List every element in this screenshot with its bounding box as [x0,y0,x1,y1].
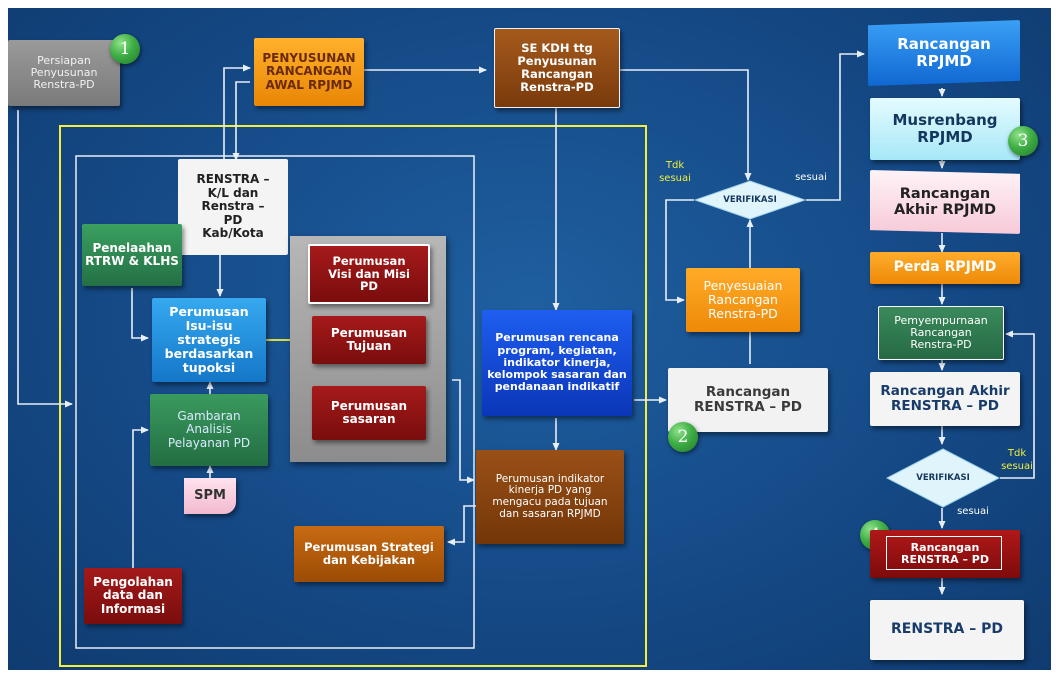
arrow-indikator-to-strategi [447,505,476,546]
musrenbang-box: Musrenbang RPJMD [870,98,1020,160]
renstra-pd-final-box: RENSTRA – PD [870,600,1024,660]
perumusan-isu-box: Perumusan Isu-isu strategis berdasarkan … [152,298,266,382]
rancangan-renstra-red-box: Rancangan RENSTRA – PD [870,530,1020,578]
penyesuaian-box: Penyesuaian Rancangan Renstra-PD [686,268,800,332]
tujuan-box: Perumusan Tujuan [312,316,426,364]
sasaran-box: Perumusan sasaran [312,386,426,440]
rancangan-akhir-renstra-box: Rancangan Akhir RENSTRA – PD [870,372,1020,426]
arrow-persiapan-to-frame [17,110,73,408]
visi-misi-box: Perumusan Visi dan Misi PD [308,244,430,304]
inner-white-frame [75,155,475,649]
arrow-se-kdh-to-verifikasi [620,69,752,181]
rencana-program-box: Perumusan rencana program, kegiatan, ind… [482,310,632,416]
arrow-verifikasi2-loop [1000,330,1035,479]
step-1-badge: 1 [110,34,140,64]
spm-box: SPM [184,478,236,514]
verifikasi-1-diamond [694,180,806,220]
verifikasi-2-diamond [886,448,1000,508]
rancangan-renstra-pd-box: Rancangan RENSTRA – PD [668,368,828,432]
arrow-penyusunan-to-renstra-kl [232,81,250,161]
penyempurnaan-box: Pemyempurnaan Rancangan Renstra-PD [878,306,1004,360]
strategi-box: Perumusan Strategi dan Kebijakan [294,526,444,582]
yellow-frame [59,125,647,667]
diagram-canvas: Persiapan Penyusunan Renstra-PD 1 PENYUS… [8,8,1051,670]
verifikasi-2-label: VERIFIKASI [916,473,970,483]
arrow-renstra-kl-to-penyusunan [223,64,251,160]
rancangan-akhir-rpjmd-box: Rancangan Akhir RPJMD [870,170,1020,234]
gambaran-box: Gambaran Analisis Pelayanan PD [150,394,268,466]
step-3-badge: 3 [1008,126,1038,156]
penyusunan-rancangan-awal-box: PENYUSUNAN RANCANGAN AWAL RPJMD [254,38,364,106]
rancangan-renstra-red-inner-frame [886,536,1002,570]
step-2-badge: 2 [668,422,698,452]
verifikasi-1-label: VERIFIKASI [723,195,777,205]
persiapan-box: Persiapan Penyusunan Renstra-PD [8,40,120,106]
arrow-sasaran-to-indikator [452,379,475,484]
se-kdh-box: SE KDH ttg Penyusunan Rancangan Renstra-… [494,28,620,108]
arrow-verifikasi-to-penyesuaian [665,199,694,304]
penelaahan-box: Penelaahan RTRW & KLHS [82,224,182,286]
sesuai-1-label: sesuai [795,172,827,183]
indikator-kinerja-box: Perumusan indikator kinerja PD yang meng… [476,450,624,544]
pengolahan-box: Pengolahan data dan Informasi [84,568,182,624]
rancangan-rpjmd-box: Rancangan RPJMD [868,20,1020,86]
perda-box: Perda RPJMD [870,252,1020,284]
arrow-pengolahan-to-gambaran [132,426,149,568]
arrow-penelaahan-to-isu [131,288,149,342]
tdk-sesuai-2-label: Tdk sesuai [1001,448,1033,472]
arrow-verifikasi-to-rancangan-rpjmd [806,50,865,201]
tdk-sesuai-1-label: Tdk sesuai [659,160,691,184]
sesuai-2-label: sesuai [957,506,989,517]
renstra-kl-box: RENSTRA – K/L dan Renstra – PD Kab/Kota [178,159,288,255]
